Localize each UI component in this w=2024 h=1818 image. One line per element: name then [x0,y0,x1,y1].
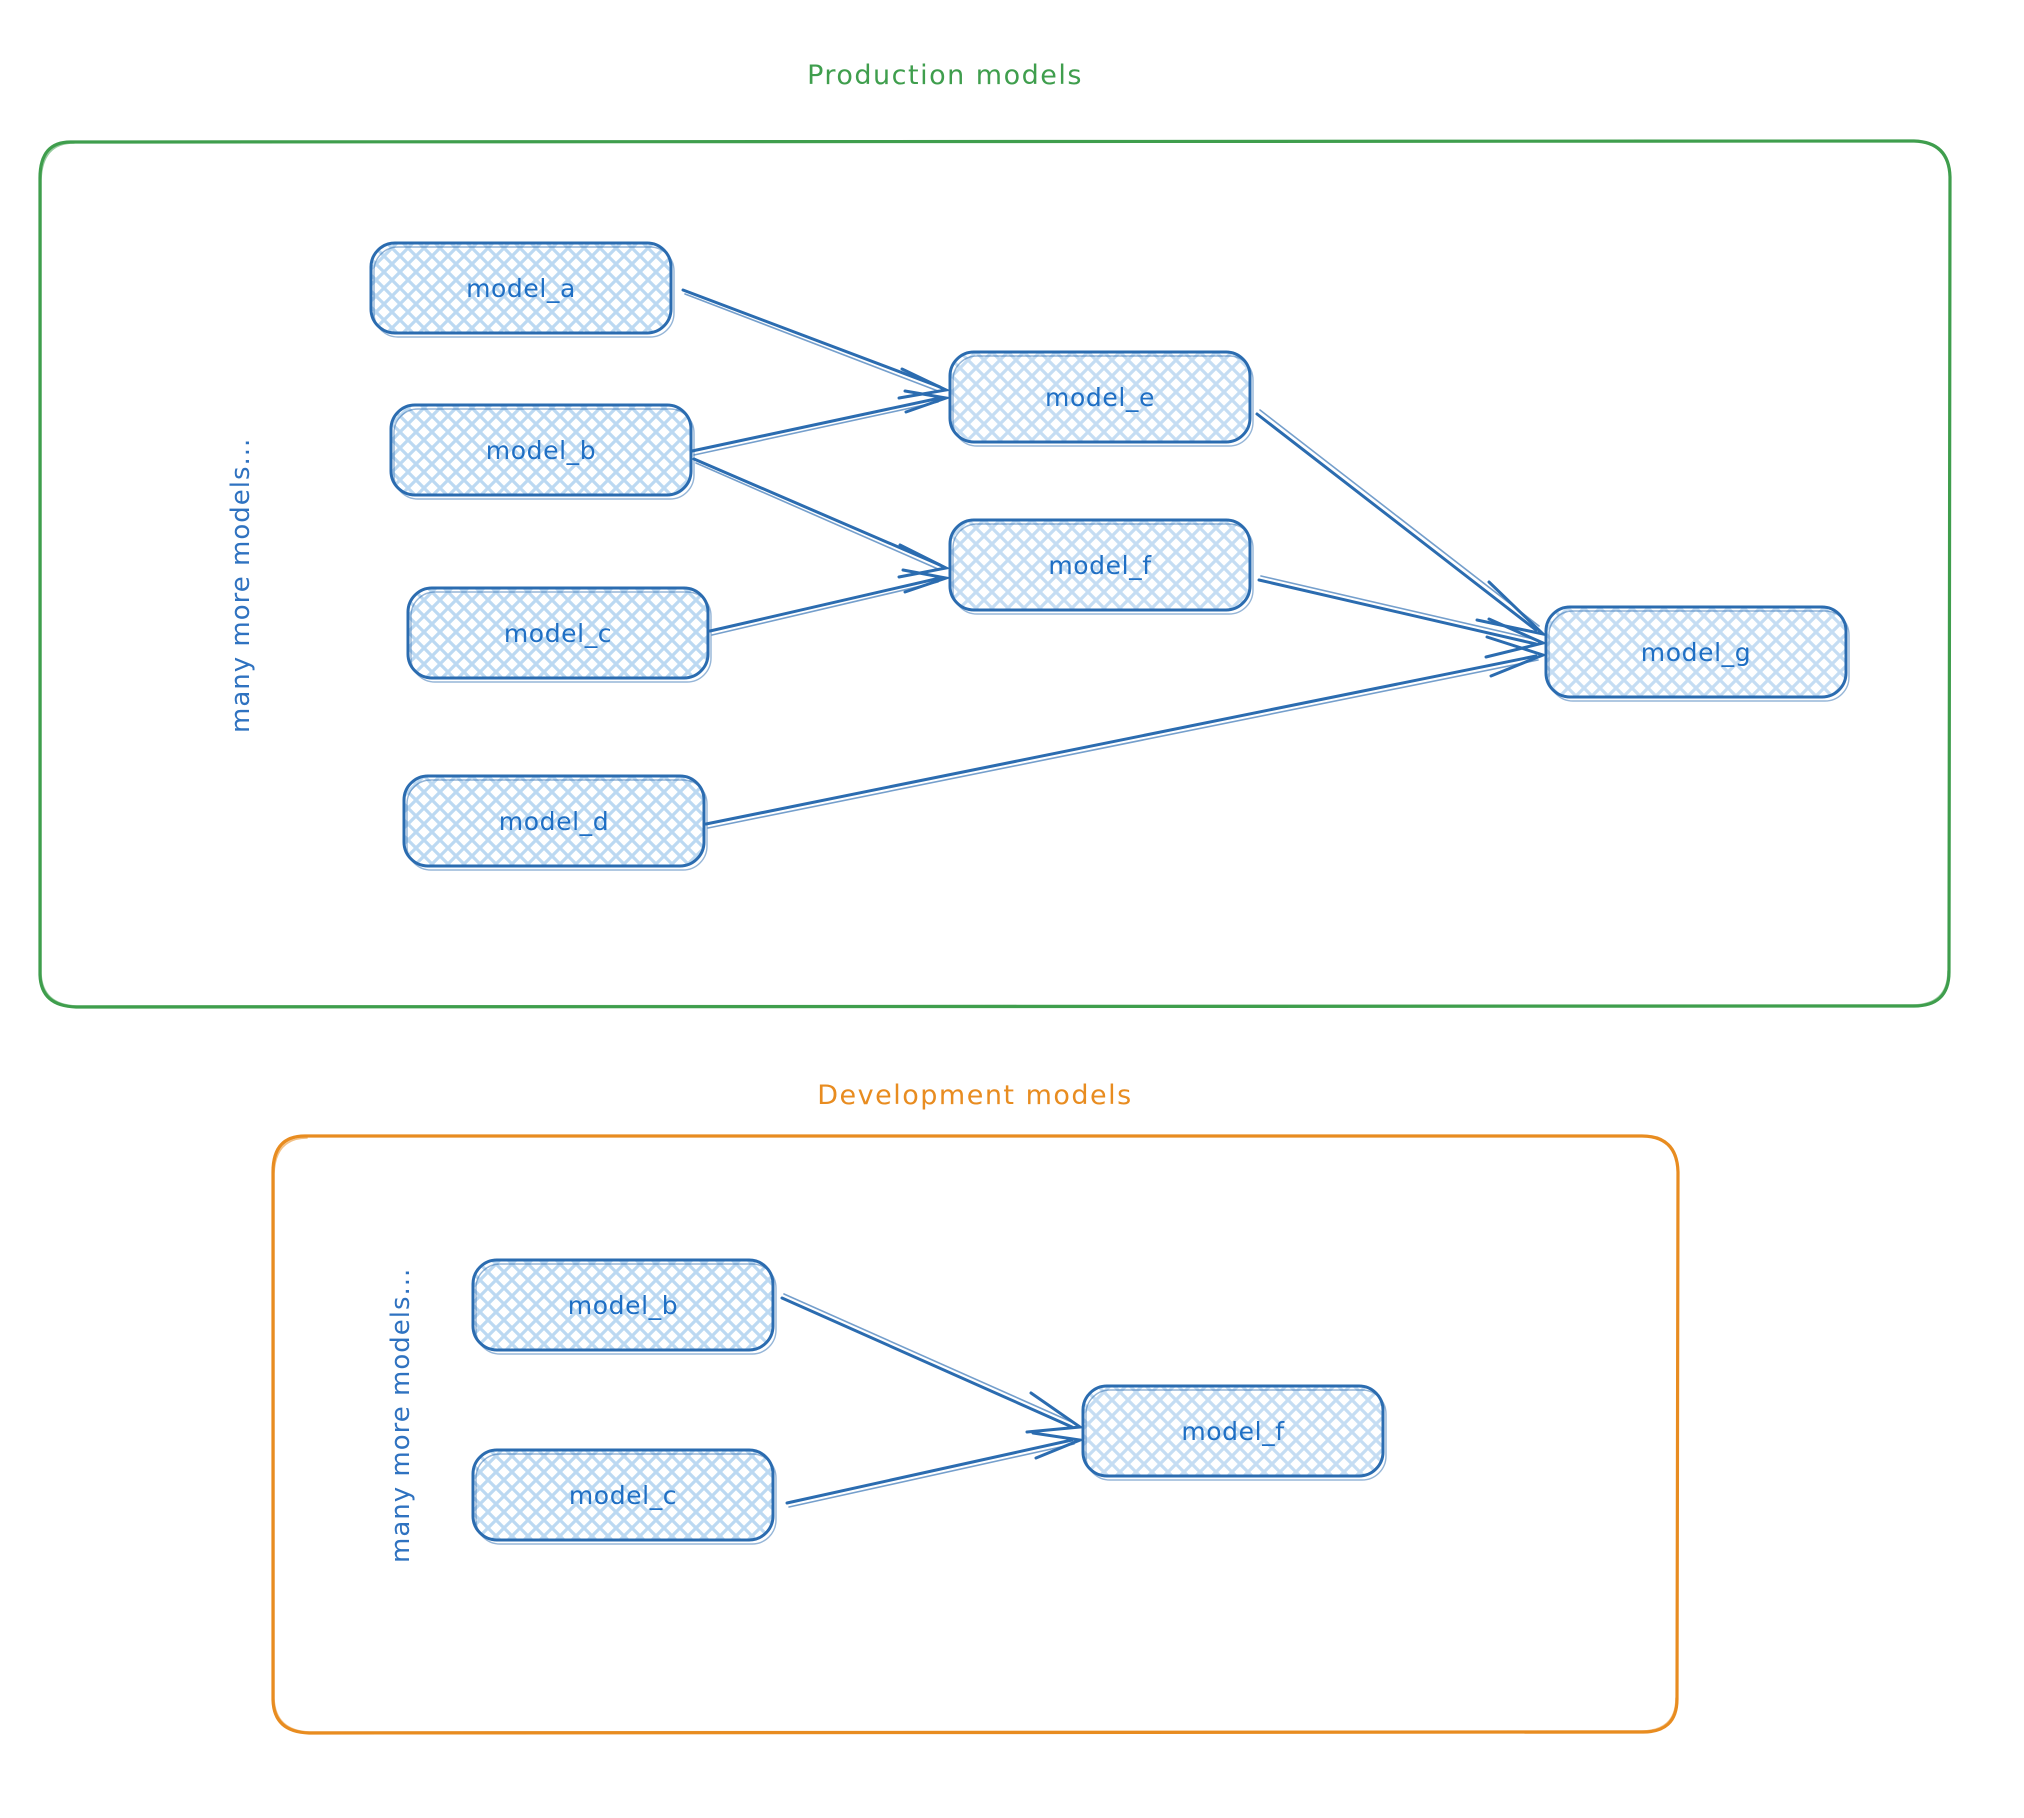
edge-model_c-to-model_f [708,568,952,636]
node-dev-model_c[interactable]: model_c [471,1448,777,1545]
production-side-label: many more models... [226,438,256,733]
edge-model_b-to-model_f [692,457,951,579]
node-prod-model_b[interactable]: model_b [389,403,695,500]
node-dev-model_b[interactable]: model_b [471,1258,777,1355]
node-prod-model_e[interactable]: model_e [948,350,1254,447]
node-label-prod-model_a: model_a [466,274,576,303]
node-prod-model_f[interactable]: model_f [948,518,1254,615]
edge-dev-model_c-to-model_f [785,1431,1086,1508]
edge-model_f-to-model_g [1257,575,1548,659]
development-group-title: Development models [817,1080,1132,1111]
node-prod-model_g[interactable]: model_g [1544,605,1850,702]
edge-dev-model_b-to-model_f [780,1293,1085,1434]
group-production: Production models many more models... [38,60,1952,1009]
node-prod-model_a[interactable]: model_a [369,241,675,338]
edge-model_b-to-model_e [690,389,952,456]
node-label-prod-model_g: model_g [1641,638,1751,667]
node-label-dev-model_b: model_b [568,1291,678,1320]
production-edges [681,288,1548,829]
production-container-border [38,139,1952,1009]
edge-model_e-to-model_g [1255,409,1548,637]
development-edges [780,1293,1086,1508]
development-container-border [271,1134,1680,1735]
node-label-prod-model_e: model_e [1045,383,1155,412]
node-label-prod-model_c: model_c [504,619,612,648]
group-development: Development models many more models... [271,1080,1680,1735]
node-prod-model_c[interactable]: model_c [406,586,712,683]
node-prod-model_d[interactable]: model_d [402,774,708,871]
edge-model_a-to-model_e [681,288,951,400]
node-label-prod-model_f: model_f [1048,551,1152,580]
node-label-prod-model_b: model_b [486,436,596,465]
node-dev-model_f[interactable]: model_f [1081,1384,1387,1481]
node-label-prod-model_d: model_d [499,807,609,836]
production-group-title: Production models [807,60,1083,91]
development-side-label: many more models... [386,1268,416,1563]
node-label-dev-model_c: model_c [569,1481,677,1510]
node-label-dev-model_f: model_f [1181,1417,1285,1446]
edge-model_d-to-model_g [704,635,1548,829]
